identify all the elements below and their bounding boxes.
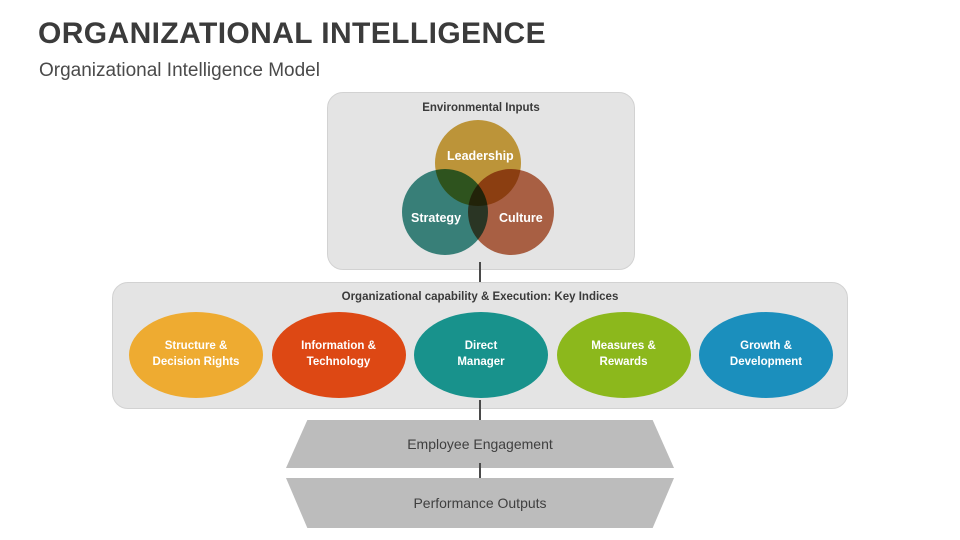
connector-line-engagement-to-performance [479, 463, 481, 479]
capability-node-line-2: Rewards [599, 356, 648, 368]
capability-node-direct-manager[interactable]: Direct Manager [414, 312, 548, 398]
venn-label-culture: Culture [499, 211, 543, 225]
page-title: ORGANIZATIONAL INTELLIGENCE [38, 17, 547, 50]
capability-node-line-1: Growth & [740, 340, 792, 353]
capability-node-growth-development[interactable]: Growth & Development [699, 312, 833, 398]
capability-node-row: Structure & Decision Rights Information … [129, 309, 833, 401]
environmental-inputs-panel: Environmental Inputs Leadership Strategy… [327, 92, 635, 270]
connector-line-capability-to-engagement [479, 400, 481, 421]
capability-node-line-1: Measures & [591, 340, 656, 353]
venn-circle-culture[interactable] [468, 169, 554, 255]
capability-node-line-2: Decision Rights [152, 356, 240, 368]
environmental-inputs-title: Environmental Inputs [422, 102, 540, 114]
band-performance-outputs[interactable]: Performance Outputs [286, 478, 674, 528]
capability-node-structure-decision-rights[interactable]: Structure & Decision Rights [129, 312, 263, 398]
capability-node-line-2: Manager [457, 356, 505, 368]
capability-node-measures-rewards[interactable]: Measures & Rewards [556, 312, 691, 398]
capability-execution-title: Organizational capability & Execution: K… [341, 291, 619, 303]
capability-node-line-2: Technology [306, 356, 371, 368]
capability-node-information-technology[interactable]: Information & Technology [271, 312, 406, 398]
venn-diagram: Leadership Strategy Culture [328, 93, 636, 271]
connector-line-venn-to-capability [479, 262, 481, 284]
page-subtitle: Organizational Intelligence Model [39, 60, 320, 81]
capability-node-line-1: Direct [464, 340, 498, 353]
band-employee-engagement[interactable]: Employee Engagement [286, 420, 674, 468]
capability-node-line-2: Development [729, 356, 803, 368]
capability-execution-panel: Organizational capability & Execution: K… [112, 282, 848, 409]
venn-label-leadership: Leadership [447, 149, 514, 163]
venn-label-strategy: Strategy [411, 211, 462, 225]
capability-node-line-1: Structure & [164, 340, 228, 353]
capability-node-line-1: Information & [301, 340, 376, 353]
